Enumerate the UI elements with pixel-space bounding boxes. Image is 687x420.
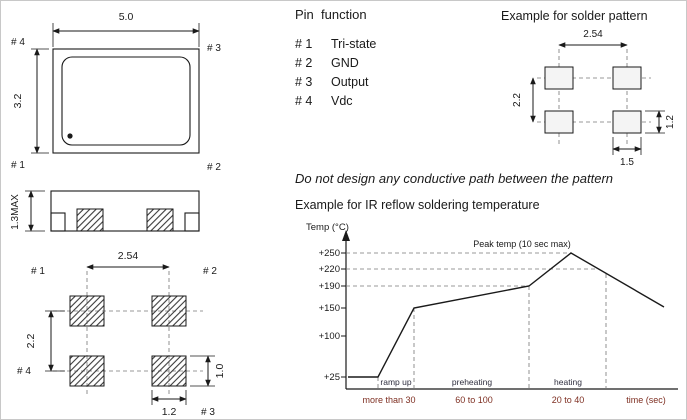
solder-pitch-x-label: 2.54 [583,29,603,40]
side-view-hatched-pad [146,208,174,232]
side-view-end-pad [184,212,200,232]
stage-label-heating: heating [554,377,582,387]
pin-function-row: # 3 Output [295,73,495,92]
bottom-pad-3 [151,355,187,387]
top-view-height-dim-label: 3.2 [12,94,24,109]
stage-label-ramp-up: ramp up [380,377,411,387]
package-outline [52,48,200,154]
solder-pad [612,110,642,134]
bottom-view-pad-width-label: 1.2 [162,406,177,418]
solder-pad [544,110,574,134]
time-label-ramp-up: more than 30 [362,395,415,405]
bottom-pad-1 [69,295,105,327]
bottom-view-pin3-label: # 3 [201,407,215,418]
y-tick-100: +100 [319,331,340,342]
pin-function-title: Pin function [295,7,367,22]
pin-function-row: # 2 GND [295,54,495,73]
pin-number: # 3 [295,75,313,89]
solder-pad-height-label: 1.2 [665,115,676,129]
top-view-pin4-label: # 4 [11,37,25,48]
solder-pad [544,66,574,90]
pin-number: # 2 [295,56,313,70]
reflow-chart-title: Example for IR reflow soldering temperat… [295,198,540,212]
solder-pattern-title: Example for solder pattern [501,9,648,23]
bottom-view-pin2-label: # 2 [203,266,217,277]
solder-pitch-y-label: 2.2 [512,93,523,107]
bottom-view-pin1-label: # 1 [31,266,45,277]
bottom-pad-4 [69,355,105,387]
y-tick-220: +220 [319,264,340,275]
pin-name: Tri-state [331,37,377,51]
y-tick-25: +25 [324,372,340,383]
time-label-preheating: 60 to 100 [455,395,493,405]
y-axis-title: Temp (°C) [306,222,349,233]
side-view-height-dim-label: 1.3MAX [10,194,21,230]
pin-name: Vdc [331,94,353,108]
top-view-pin2-label: # 2 [207,162,221,173]
pin-number: # 4 [295,94,313,108]
pin-function-row: # 4 Vdc [295,92,495,111]
time-label-heating: 20 to 40 [552,395,585,405]
pin1-marker-dot [67,133,73,139]
solder-pattern-drawing: 2.54 2.2 1.2 1.5 [512,29,676,168]
pin-name: GND [331,56,359,70]
reflow-temperature-chart: Temp (°C) +250 +220 +190 +150 +100 +25 P… [306,222,678,405]
pin-function-row: # 1 Tri-state [295,35,495,54]
conductive-path-note: Do not design any conductive path betwee… [295,171,613,186]
side-view-drawing: 1.3MAX [10,190,200,232]
pin-name: Output [331,75,369,89]
top-view-drawing: 5.0 # 4 # 3 3.2 # 1 # 2 [11,11,221,173]
side-view-end-pad [50,212,66,232]
peak-temp-label: Peak temp (10 sec max) [473,239,571,249]
y-tick-250: +250 [319,248,340,259]
side-view-hatched-pad [76,208,104,232]
pin-number: # 1 [295,37,313,51]
pin-function-section: Pin function # 1 Tri-state # 2 GND # 3 O… [295,7,495,111]
y-axis-arrow [342,230,350,241]
side-view-body-outline [50,190,200,232]
stage-label-preheating: preheating [452,377,492,387]
bottom-view-pad-height-label: 1.0 [214,364,226,379]
reflow-profile-line [348,252,665,378]
bottom-pad-2 [151,295,187,327]
bottom-view-pin4-label: # 4 [17,366,31,377]
top-view-width-dim-label: 5.0 [119,11,134,23]
top-view-pin1-label: # 1 [11,160,25,171]
solder-pad [612,66,642,90]
x-axis-title: time (sec) [626,395,666,405]
bottom-view-drawing: 2.54 # 1 # 2 2.2 # 4 1.0 1.2 # 3 [17,250,226,418]
solder-pad-width-label: 1.5 [620,157,634,168]
y-tick-150: +150 [319,303,340,314]
y-tick-190: +190 [319,281,340,292]
bottom-view-pitch-x-label: 2.54 [118,250,139,262]
package-lid-outline [61,56,191,146]
bottom-view-pitch-y-label: 2.2 [25,334,37,349]
top-view-pin3-label: # 3 [207,43,221,54]
